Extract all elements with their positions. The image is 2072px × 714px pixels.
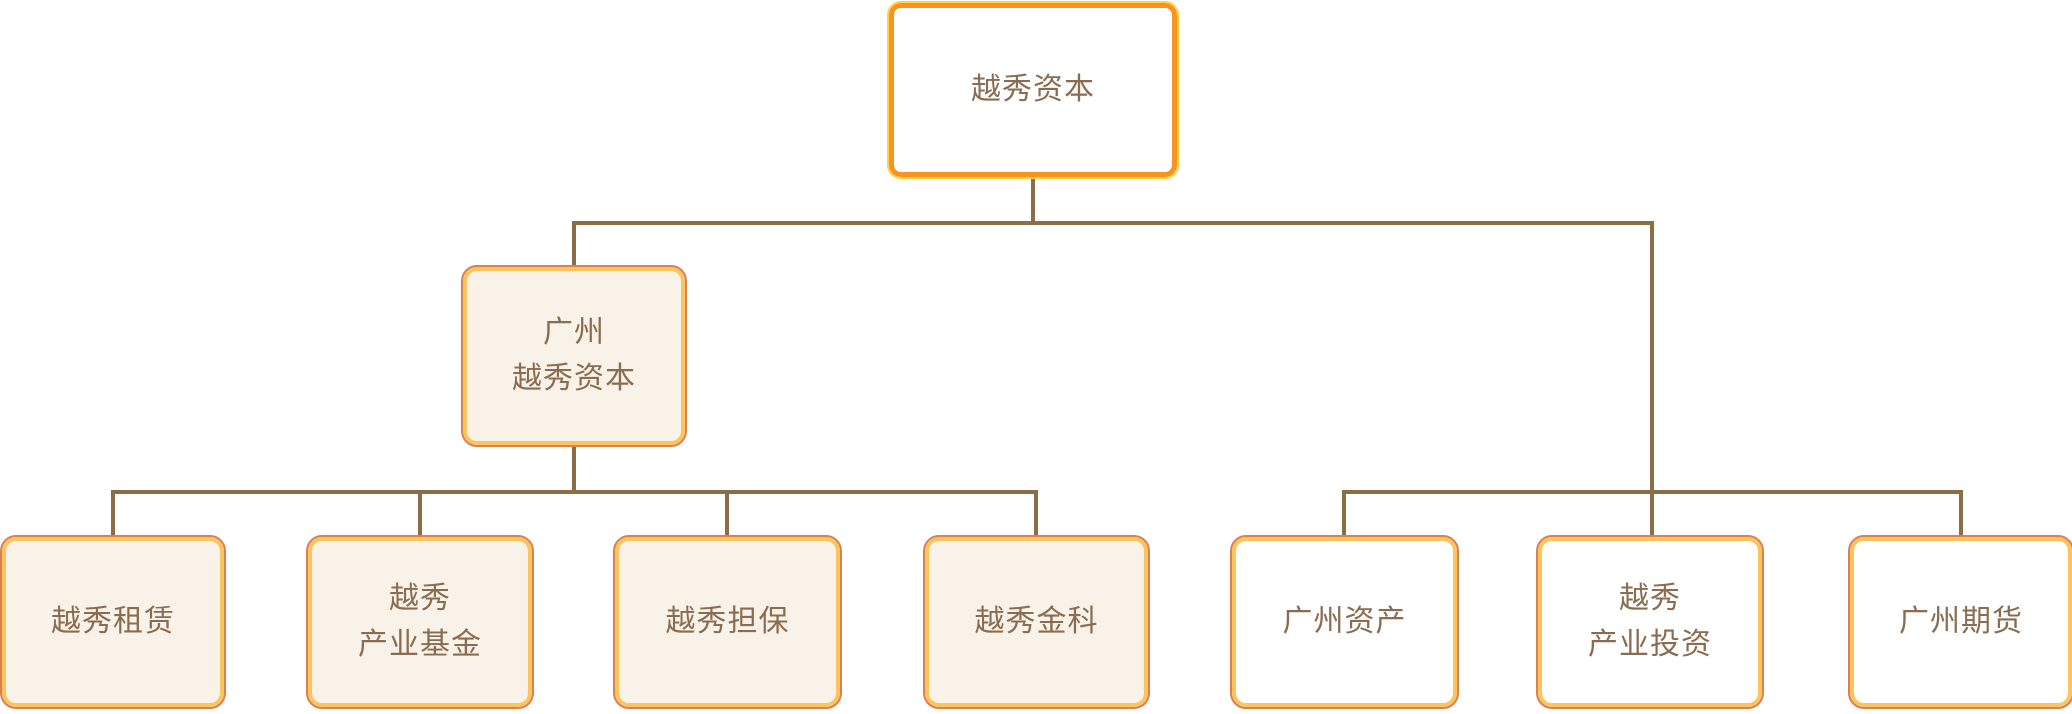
- node-guangzhou-asset[interactable]: 广州资产: [1230, 535, 1459, 709]
- org-node-label: 广州 越秀资本: [512, 316, 636, 395]
- connector-line: [418, 490, 422, 537]
- org-node-label: 越秀担保: [665, 605, 790, 638]
- connector-line: [572, 445, 576, 494]
- org-node-label: 越秀资本: [971, 73, 1095, 106]
- org-node-label: 越秀租赁: [51, 605, 175, 638]
- connector-line: [725, 490, 729, 537]
- node-yuexiu-leasing[interactable]: 越秀租赁: [0, 535, 226, 709]
- connector-line: [1342, 490, 1346, 537]
- connector-line: [1342, 490, 1963, 494]
- connector-line: [111, 490, 1038, 494]
- org-node-label: 广州资产: [1282, 605, 1407, 638]
- connector-line: [1959, 490, 1963, 537]
- node-yuexiu-industrial-fund[interactable]: 越秀 产业基金: [306, 535, 534, 709]
- org-node-label: 越秀 产业基金: [358, 582, 482, 661]
- node-yuexiu-guarantee[interactable]: 越秀担保: [613, 535, 842, 709]
- node-guangzhou-yuexiu-capital[interactable]: 广州 越秀资本: [461, 265, 687, 447]
- connector-line: [1650, 221, 1654, 537]
- node-guangzhou-futures[interactable]: 广州期货: [1848, 535, 2072, 709]
- connector-line: [111, 490, 115, 537]
- connector-line: [572, 221, 576, 267]
- org-node-label: 越秀 产业投资: [1588, 582, 1712, 661]
- node-yuexiu-capital[interactable]: 越秀资本: [887, 1, 1179, 179]
- org-node-label: 越秀金科: [974, 605, 1099, 638]
- connector-line: [572, 221, 1654, 225]
- org-node-label: 广州期货: [1899, 605, 2023, 638]
- connector-line: [1034, 490, 1038, 537]
- node-yuexiu-fintech[interactable]: 越秀金科: [923, 535, 1150, 709]
- node-yuexiu-industrial-investment[interactable]: 越秀 产业投资: [1536, 535, 1764, 709]
- connector-line: [1031, 177, 1035, 225]
